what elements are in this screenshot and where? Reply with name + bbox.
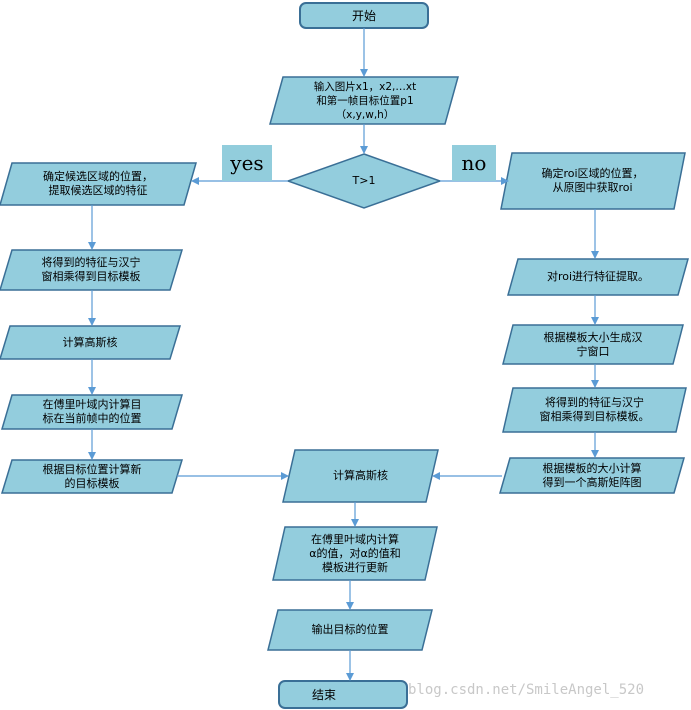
no-step-5-shape <box>499 457 685 494</box>
center-step-1-label: 计算高斯核 <box>333 469 388 482</box>
center-step-1-shape <box>282 449 439 503</box>
end-terminal <box>278 680 408 709</box>
no-step-4-label: 将得到的特征与汉宁 窗相乘得到目标模板。 <box>539 396 650 423</box>
yes-step-2-shape <box>0 249 184 291</box>
yes-tag: yes <box>222 145 272 181</box>
center-step-3-shape <box>267 609 433 651</box>
yes-step-5-label: 根据目标位置计算新 的目标模板 <box>42 462 142 490</box>
yes-step-3-shape <box>0 325 182 360</box>
yes-step-1-shape <box>0 162 197 206</box>
decision-diamond <box>285 153 443 209</box>
decision-label: T>1 <box>352 174 376 187</box>
no-step-3-label: 根据模板大小生成汉 宁窗口 <box>543 330 643 358</box>
center-step-2-label: 在傅里叶域内计算 α的值，对α的值和 模板进行更新 <box>309 532 401 574</box>
no-step-4-shape <box>502 387 687 433</box>
yes-step-4-label: 在傅里叶域内计算目 标在当前帧中的位置 <box>42 398 142 425</box>
end-label: 结束 <box>311 687 336 702</box>
no-step-1-shape <box>500 152 686 210</box>
input-parallelogram <box>269 76 459 125</box>
no-step-2-label: 对roi进行特征提取。 <box>546 270 650 283</box>
yes-step-5-shape <box>0 459 184 494</box>
start-label: 开始 <box>351 8 376 23</box>
watermark: blog.csdn.net/SmileAngel_520 <box>408 682 645 698</box>
yes-step-4-shape <box>0 394 184 430</box>
center-step-2-shape <box>272 526 438 581</box>
no-step-3-shape <box>502 324 684 365</box>
yes-step-3-label: 计算高斯核 <box>62 335 118 349</box>
no-step-2-shape <box>507 258 689 296</box>
center-step-3-label: 输出目标的位置 <box>311 623 389 636</box>
yes-step-2-label: 将得到的特征与汉宁 窗相乘得到目标模板 <box>41 256 141 283</box>
yes-step-1-label: 确定候选区域的位置， 提取候选区域的特征 <box>43 170 153 197</box>
no-step-1-label: 确定roi区域的位置， 从原图中获取roi <box>541 167 644 194</box>
no-step-5-label: 根据模板的大小计算 得到一个高斯矩阵图 <box>542 461 642 489</box>
no-tag: no <box>452 145 496 181</box>
input-label: 输入图片x1，x2,…xt 和第一帧目标位置p1 （x,y,w,h） <box>313 80 417 121</box>
connectors <box>88 28 599 681</box>
